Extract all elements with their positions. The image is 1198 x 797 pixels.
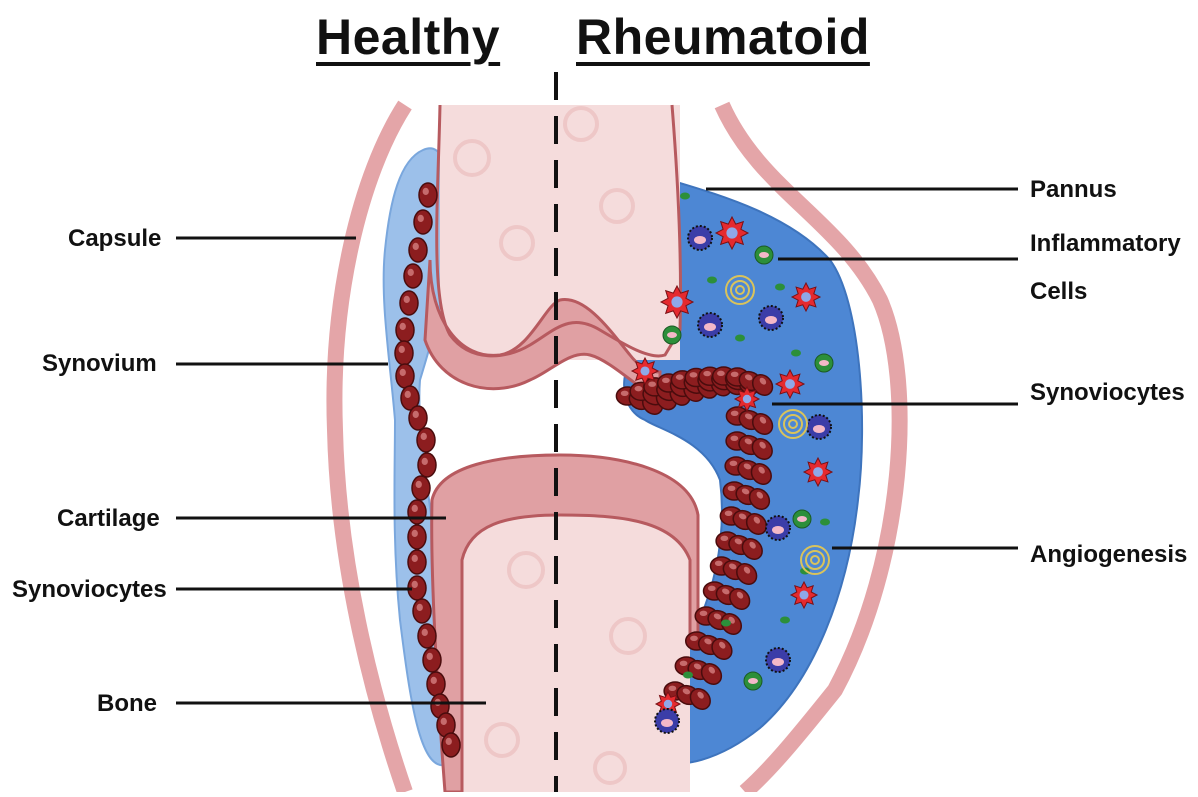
inflammatory-red-cell-5 xyxy=(735,387,759,411)
label-pannus: Pannus xyxy=(1030,175,1117,204)
label-capsule: Capsule xyxy=(68,224,161,253)
green-dot-4 xyxy=(735,335,745,342)
inflammatory-red-cell-0 xyxy=(716,217,748,249)
green-cell-3 xyxy=(793,510,811,528)
label-inflammatory-cells: Cells xyxy=(1030,277,1087,306)
synoviocyte-healthy-19 xyxy=(423,648,441,672)
synoviocyte-healthy-9 xyxy=(409,406,427,430)
green-dot-6 xyxy=(780,617,790,624)
green-cell-4 xyxy=(744,672,762,690)
inflammatory-red-cell-4 xyxy=(776,370,804,398)
lymphocyte-1 xyxy=(759,306,783,330)
green-dot-8 xyxy=(683,672,693,679)
label-cartilage: Cartilage xyxy=(57,504,160,533)
label-synoviocytes-left: Synoviocytes xyxy=(12,575,167,604)
label-synovium: Synovium xyxy=(42,349,157,378)
title-healthy: Healthy xyxy=(316,8,500,66)
green-dot-5 xyxy=(820,519,830,526)
label-synoviocytes-right: Synoviocytes xyxy=(1030,378,1185,407)
synoviocyte-healthy-4 xyxy=(400,291,418,315)
inflammatory-red-cell-1 xyxy=(661,286,693,318)
synoviocyte-healthy-13 xyxy=(408,500,426,524)
synoviocyte-healthy-20 xyxy=(427,672,445,696)
title-rheumatoid: Rheumatoid xyxy=(576,8,870,66)
lymphocyte-2 xyxy=(698,313,722,337)
synoviocyte-healthy-14 xyxy=(408,525,426,549)
lymphocyte-5 xyxy=(766,648,790,672)
synoviocyte-healthy-2 xyxy=(409,238,427,262)
synoviocyte-healthy-17 xyxy=(413,599,431,623)
green-dot-3 xyxy=(791,350,801,357)
green-cell-1 xyxy=(663,326,681,344)
label-angiogenesis: Angiogenesis xyxy=(1030,540,1187,569)
lymphocyte-6 xyxy=(655,709,679,733)
green-dot-0 xyxy=(680,193,690,200)
inflammatory-red-cell-7 xyxy=(791,582,817,608)
synoviocyte-healthy-15 xyxy=(408,550,426,574)
green-dot-7 xyxy=(721,620,731,627)
lower-bone xyxy=(462,500,690,792)
inflammatory-red-cell-6 xyxy=(804,458,832,486)
synoviocyte-healthy-6 xyxy=(395,341,413,365)
synoviocyte-healthy-10 xyxy=(417,428,435,452)
synoviocyte-healthy-1 xyxy=(414,210,432,234)
synoviocyte-healthy-3 xyxy=(404,264,422,288)
inflammatory-red-cell-2 xyxy=(792,283,820,311)
label-inflammatory: Inflammatory xyxy=(1030,229,1181,258)
synoviocyte-healthy-0 xyxy=(419,183,437,207)
synoviocyte-healthy-5 xyxy=(396,318,414,342)
lymphocyte-0 xyxy=(688,226,712,250)
green-dot-1 xyxy=(707,277,717,284)
synoviocyte-healthy-23 xyxy=(442,733,460,757)
lymphocyte-3 xyxy=(807,415,831,439)
green-cell-2 xyxy=(815,354,833,372)
lymphocyte-4 xyxy=(766,516,790,540)
label-bone: Bone xyxy=(97,689,157,718)
synoviocyte-healthy-12 xyxy=(412,476,430,500)
synoviocyte-healthy-7 xyxy=(396,364,414,388)
green-cell-0 xyxy=(755,246,773,264)
synoviocyte-healthy-18 xyxy=(418,624,436,648)
green-dot-2 xyxy=(775,284,785,291)
inflammatory-red-cell-3 xyxy=(632,358,658,384)
synoviocyte-healthy-11 xyxy=(418,453,436,477)
